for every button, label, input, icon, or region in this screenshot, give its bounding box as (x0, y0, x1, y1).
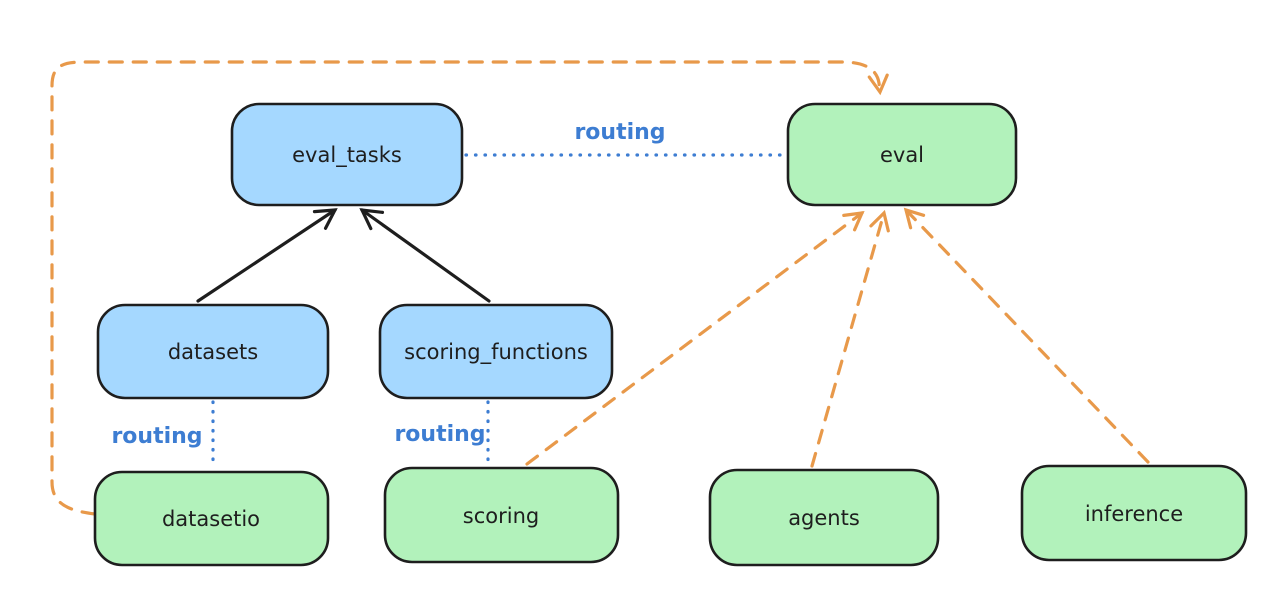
node-scoring-functions-box (378, 303, 614, 400)
node-datasetio-box (93, 470, 330, 567)
edge-datasets-to-eval-tasks (196, 208, 338, 303)
node-scoring: scoring (383, 466, 620, 564)
node-datasets-label: datasets (168, 340, 258, 364)
node-scoring-box (383, 466, 620, 564)
node-inference-box (1020, 464, 1248, 562)
node-scoring-functions: scoring_functions (378, 303, 614, 400)
edge-agents-to-eval (810, 209, 890, 468)
node-eval: eval (786, 102, 1018, 207)
node-datasets: datasets (96, 303, 330, 400)
node-inference-label: inference (1085, 502, 1183, 526)
edge-inference-to-eval (903, 207, 1150, 464)
node-eval-tasks-label: eval_tasks (292, 143, 402, 168)
node-scoring-functions-label: scoring_functions (404, 340, 588, 365)
edge-datasetio-to-eval (50, 60, 889, 516)
routing-label-datasets: routing (111, 424, 202, 449)
node-agents-box (708, 468, 940, 567)
edge-scoring-functions-to-eval-tasks (359, 208, 491, 303)
node-datasets-box (96, 303, 330, 400)
edge-scoring-to-eval (525, 211, 865, 466)
node-agents: agents (708, 468, 940, 567)
node-eval-tasks: eval_tasks (230, 102, 464, 207)
node-eval-tasks-box (230, 102, 464, 207)
routing-label-scoring: routing (394, 422, 485, 447)
node-inference: inference (1020, 464, 1248, 562)
routing-label-top: routing (574, 120, 665, 145)
node-scoring-label: scoring (463, 504, 539, 528)
node-agents-label: agents (788, 506, 860, 530)
node-datasetio: datasetio (93, 470, 330, 567)
node-eval-box (786, 102, 1018, 207)
node-eval-label: eval (880, 143, 924, 167)
node-datasetio-label: datasetio (162, 507, 260, 531)
